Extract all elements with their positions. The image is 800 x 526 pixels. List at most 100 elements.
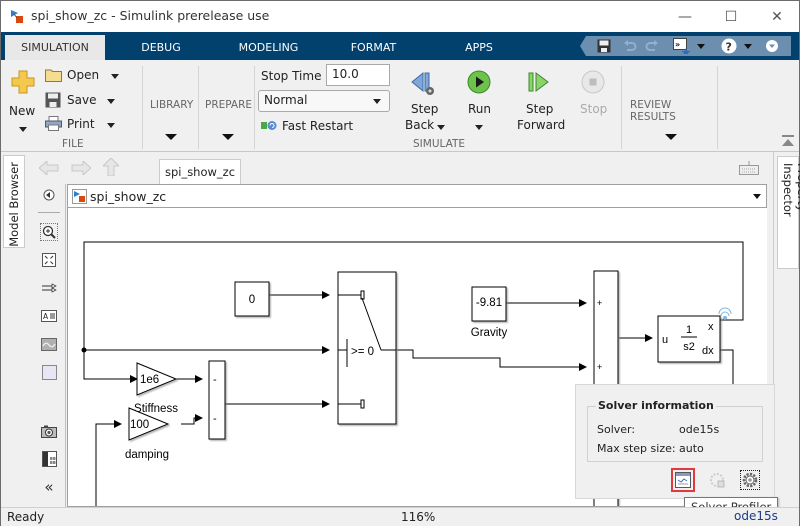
redo-icon bbox=[645, 40, 658, 51]
signal-line-button[interactable] bbox=[40, 279, 58, 297]
solver-settings-button[interactable] bbox=[740, 470, 760, 490]
options-button[interactable] bbox=[764, 38, 780, 54]
integrator-output-x: x bbox=[708, 321, 714, 333]
keyboard-icon[interactable] bbox=[739, 161, 759, 175]
stop-label: Stop bbox=[580, 102, 608, 116]
sum-right-sign-2: + bbox=[597, 362, 602, 372]
model-file-tab-label: spi_show_zc bbox=[164, 165, 236, 179]
integrator-block[interactable]: u 1 s2 x dx bbox=[657, 315, 721, 363]
ribbon-separator bbox=[198, 66, 199, 149]
options-icon bbox=[766, 40, 778, 52]
command-dropdown[interactable] bbox=[697, 44, 705, 49]
tab-simulation[interactable]: SIMULATION bbox=[5, 35, 105, 60]
prepare-button[interactable]: PREPARE bbox=[200, 64, 252, 148]
annotation-button[interactable]: A bbox=[40, 307, 58, 325]
stiffness-gain-block[interactable]: 1e6 bbox=[136, 362, 178, 396]
gear-icon bbox=[742, 472, 758, 488]
property-inspector-button[interactable] bbox=[40, 450, 58, 468]
stop-time-label: Stop Time bbox=[261, 69, 322, 83]
model-file-tab[interactable]: spi_show_zc bbox=[159, 159, 241, 184]
constant-zero-block[interactable]: 0 bbox=[234, 281, 270, 317]
step-forward-button[interactable]: Step Forward bbox=[513, 66, 565, 136]
chevron-down-icon bbox=[373, 99, 381, 104]
model-icon bbox=[72, 189, 87, 204]
max-step-label: Max step size: bbox=[597, 442, 676, 455]
solver-diagnostics-button[interactable] bbox=[707, 470, 727, 490]
close-button[interactable]: ✕ bbox=[754, 1, 800, 32]
signal-logging-icon[interactable] bbox=[718, 307, 732, 320]
library-button[interactable]: LIBRARY bbox=[144, 64, 198, 148]
forward-arrow-icon[interactable] bbox=[71, 161, 91, 175]
solver-profiler-button[interactable] bbox=[671, 468, 695, 492]
sum-left-sign-2: - bbox=[213, 413, 217, 425]
step-back-button[interactable]: Step Back bbox=[401, 66, 445, 136]
help-dropdown[interactable] bbox=[744, 44, 752, 49]
stop-icon bbox=[581, 70, 605, 94]
title-bar: spi_show_zc - Simulink prerelease use — … bbox=[1, 1, 799, 32]
stop-time-input[interactable]: 10.0 bbox=[326, 64, 390, 86]
breadcrumb-bar: spi_show_zc bbox=[67, 184, 767, 208]
stop-button[interactable]: Stop bbox=[575, 66, 611, 136]
svg-text:?: ? bbox=[726, 41, 732, 54]
new-button[interactable]: New bbox=[5, 64, 39, 136]
minimize-button[interactable]: — bbox=[662, 1, 708, 32]
run-dropdown-arrow bbox=[475, 125, 483, 130]
damping-gain-block[interactable]: 100 bbox=[128, 407, 170, 441]
svg-text:»: » bbox=[675, 40, 680, 49]
save-dropdown-arrow bbox=[107, 99, 115, 104]
window-title: spi_show_zc - Simulink prerelease use bbox=[31, 8, 270, 23]
fast-restart-button[interactable]: Fast Restart bbox=[259, 117, 359, 135]
solver-diagnostics-icon bbox=[710, 473, 725, 488]
property-layout-icon bbox=[41, 451, 57, 467]
simulation-mode-value: Normal bbox=[264, 93, 308, 107]
integrator-numerator: 1 bbox=[686, 324, 692, 336]
tab-debug[interactable]: DEBUG bbox=[141, 41, 181, 54]
open-label: Open bbox=[67, 68, 100, 82]
switch-block[interactable]: >= 0 bbox=[337, 271, 397, 425]
step-forward-icon bbox=[528, 72, 549, 92]
breadcrumb-dropdown-arrow[interactable] bbox=[753, 194, 761, 199]
integrator-output-dx: dx bbox=[702, 345, 714, 357]
save-button[interactable]: Save bbox=[43, 91, 123, 109]
stop-time-value: 10.0 bbox=[332, 67, 359, 81]
image-button[interactable] bbox=[40, 335, 58, 353]
tab-modeling[interactable]: MODELING bbox=[238, 41, 299, 54]
collapse-ribbon-icon bbox=[782, 135, 794, 146]
ribbon-separator bbox=[621, 66, 622, 149]
undo-button[interactable] bbox=[622, 38, 638, 54]
command-button[interactable]: » bbox=[672, 38, 692, 54]
prepare-dropdown-arrow bbox=[222, 134, 234, 140]
fit-to-view-button[interactable] bbox=[40, 251, 58, 269]
area-button[interactable] bbox=[40, 363, 58, 381]
screenshot-button[interactable] bbox=[40, 422, 58, 440]
zoom-level: 116% bbox=[401, 510, 436, 524]
tab-format[interactable]: FORMAT bbox=[350, 41, 397, 54]
save-quick-button[interactable] bbox=[596, 38, 612, 54]
model-browser-tab[interactable]: Model Browser bbox=[3, 155, 25, 248]
redo-button[interactable] bbox=[644, 38, 660, 54]
run-button[interactable]: Run bbox=[459, 66, 499, 136]
print-button[interactable]: Print bbox=[43, 115, 123, 133]
back-arrow-icon[interactable] bbox=[39, 161, 59, 175]
status-solver[interactable]: ode15s bbox=[734, 509, 778, 523]
collapse-toolbar-button[interactable]: « bbox=[40, 478, 58, 496]
tab-apps[interactable]: APPS bbox=[465, 41, 493, 54]
solver-value: ode15s bbox=[679, 423, 720, 436]
property-inspector-tab[interactable]: Property Inspector bbox=[777, 156, 800, 269]
ribbon-separator bbox=[142, 66, 143, 149]
open-button[interactable]: Open bbox=[43, 67, 123, 85]
maximize-button[interactable]: ☐ bbox=[708, 1, 754, 32]
hide-show-explorer-button[interactable] bbox=[40, 186, 58, 204]
up-arrow-icon[interactable] bbox=[103, 158, 119, 176]
breadcrumb-model[interactable]: spi_show_zc bbox=[90, 189, 167, 204]
zoom-button[interactable] bbox=[40, 223, 58, 241]
save-label: Save bbox=[67, 93, 97, 107]
collapse-ribbon-button[interactable] bbox=[782, 135, 794, 147]
simulation-mode-select[interactable]: Normal bbox=[258, 90, 390, 112]
gravity-constant-block[interactable]: -9.81 bbox=[471, 286, 507, 322]
model-browser-strip: Model Browser bbox=[1, 152, 31, 507]
review-results-button[interactable]: REVIEW RESULTS bbox=[623, 64, 717, 148]
help-button[interactable]: ? bbox=[720, 38, 738, 54]
sum-block-left[interactable]: - - bbox=[208, 360, 226, 440]
